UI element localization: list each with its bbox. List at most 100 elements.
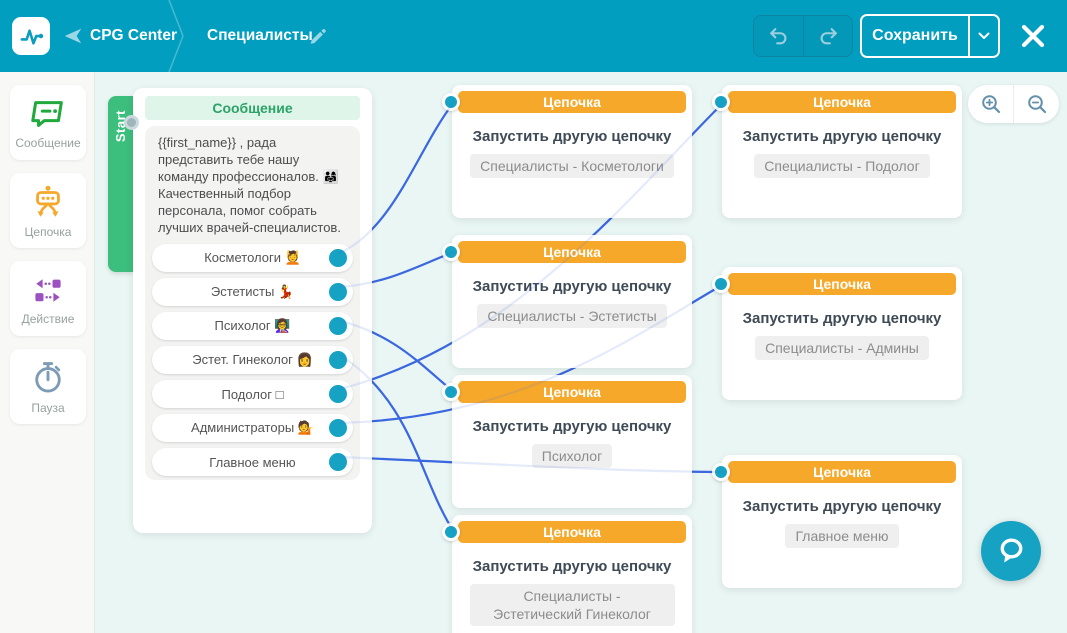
message-button-administratory[interactable]: Администраторы 💁 [152,414,353,442]
message-button-label: Эстетисты 💃 [210,284,295,299]
message-button-estetisty[interactable]: Эстетисты 💃 [152,278,353,306]
chain-header-label: Цепочка [813,276,871,292]
chain-input-port[interactable] [442,523,460,541]
chain-target: Специалисты - Эстетисты [477,304,667,328]
chain-title: Запустить другую цепочку [742,310,942,327]
button-output-port[interactable] [329,351,347,369]
chain-node-psiholog[interactable]: Цепочка Запустить другую цепочку Психоло… [442,375,692,508]
zoom-in-icon [981,95,1000,114]
chain-input-port[interactable] [712,93,730,111]
chain-target: Специалисты - Косметологи [470,154,674,178]
message-node-header: Сообщение [145,96,360,120]
chain-input-port[interactable] [442,243,460,261]
button-output-port[interactable] [329,453,347,471]
zoom-out-button[interactable] [1013,85,1059,123]
chain-node-header: Цепочка [442,241,686,263]
chain-header-label: Цепочка [543,384,601,400]
message-icon [31,100,63,127]
support-chat-button[interactable] [981,521,1041,581]
button-output-port[interactable] [329,249,347,267]
close-icon [1021,24,1045,48]
blocks-sidebar: Сообщение Цепочка [0,72,95,633]
save-button-group: Сохранить [860,14,1000,58]
chain-title: Запустить другую цепочку [472,418,672,435]
chain-node-estetisty[interactable]: Цепочка Запустить другую цепочку Специал… [442,235,692,368]
message-button-label: Главное меню [209,454,296,470]
chain-title: Запустить другую цепочку [742,498,942,515]
back-arrow-icon[interactable] [62,25,84,47]
chain-node-header: Цепочка [712,461,956,483]
chain-node-podolog[interactable]: Цепочка Запустить другую цепочку Специал… [712,85,962,218]
save-button[interactable]: Сохранить [872,27,958,44]
close-button[interactable] [1021,24,1045,48]
zoom-in-button[interactable] [968,85,1013,123]
chain-node-header: Цепочка [442,381,686,403]
chain-node-kosmetologi[interactable]: Цепочка Запустить другую цепочку Специал… [442,85,692,218]
message-button-psiholog[interactable]: Психолог 👩‍🏫 [152,312,353,340]
sidebar-item-chain[interactable]: Цепочка [10,173,86,248]
chain-title: Запустить другую цепочку [472,278,672,295]
message-button-label: Косметологи 💆 [204,250,301,265]
chain-title: Запустить другую цепочку [742,128,942,145]
message-node-input-port[interactable] [124,115,139,130]
message-button-label: Подолог □ [221,386,284,402]
sidebar-item-label: Цепочка [24,224,72,239]
app-logo[interactable] [12,17,50,55]
redo-button[interactable] [803,16,852,56]
chain-header-label: Цепочка [543,94,601,110]
sidebar-item-pause[interactable]: Пауза [10,349,86,424]
breadcrumb-separator [168,0,184,72]
message-button-podolog[interactable]: Подолог □ [152,380,353,408]
chain-target: Специалисты - Эстетический Гинеколог [469,584,675,626]
chain-header-label: Цепочка [543,244,601,260]
chain-header-label: Цепочка [543,524,601,540]
breadcrumb-bot-name[interactable]: CPG Center [90,27,177,44]
pencil-icon[interactable] [308,28,326,46]
chain-target: Главное меню [785,524,899,548]
redo-icon [820,28,837,45]
flow-canvas[interactable]: Start Сообщение {{first_name}} , рада пр… [95,72,1067,633]
message-button-ginekolog[interactable]: Эстет. Гинеколог 👩 [152,346,353,374]
action-icon [35,278,61,302]
chain-node-adminy[interactable]: Цепочка Запустить другую цепочку Специал… [712,267,962,400]
chain-node-esteticheskiy-ginekolog[interactable]: Цепочка Запустить другую цепочку Специал… [442,515,692,633]
message-button-label: Эстет. Гинеколог 👩 [192,352,313,367]
save-dropdown-button[interactable] [968,16,998,56]
chain-input-port[interactable] [712,275,730,293]
chain-target: Специалисты - Подолог [754,154,930,178]
sidebar-item-label: Сообщение [15,135,81,150]
sidebar-item-message[interactable]: Сообщение [10,85,86,160]
button-output-port[interactable] [329,317,347,335]
chain-node-header: Цепочка [712,91,956,113]
zoom-controls [968,85,1059,123]
button-output-port[interactable] [329,385,347,403]
page-title: Специалисты [207,27,313,44]
chain-header-label: Цепочка [813,464,871,480]
message-button-glavnoe-menu[interactable]: Главное меню [152,448,353,476]
chain-input-port[interactable] [442,383,460,401]
sidebar-item-label: Действие [21,311,75,326]
sidebar-item-action[interactable]: Действие [10,261,86,336]
pause-icon [35,361,61,392]
button-output-port[interactable] [329,419,347,437]
chain-title: Запустить другую цепочку [472,558,672,575]
message-button-label: Психолог 👩‍🏫 [214,318,291,333]
button-output-port[interactable] [329,283,347,301]
zoom-out-icon [1027,95,1046,114]
chain-target: Психолог [531,444,613,468]
undo-button[interactable] [754,16,803,56]
caret-down-icon [978,32,990,39]
chain-input-port[interactable] [442,93,460,111]
chat-bubble-icon [1000,538,1023,563]
undo-icon [769,28,786,45]
chain-input-port[interactable] [712,463,730,481]
chain-node-header: Цепочка [442,91,686,113]
chain-header-label: Цепочка [813,94,871,110]
message-node-body: {{first_name}} , рада представить тебе н… [145,126,360,480]
chain-node-glavnoe-menu[interactable]: Цепочка Запустить другую цепочку Главное… [712,455,962,588]
pulse-icon [20,28,43,45]
message-button-kosmetologi[interactable]: Косметологи 💆 [152,244,353,272]
message-node[interactable]: Сообщение {{first_name}} , рада представ… [124,88,372,533]
chain-icon [36,185,60,217]
